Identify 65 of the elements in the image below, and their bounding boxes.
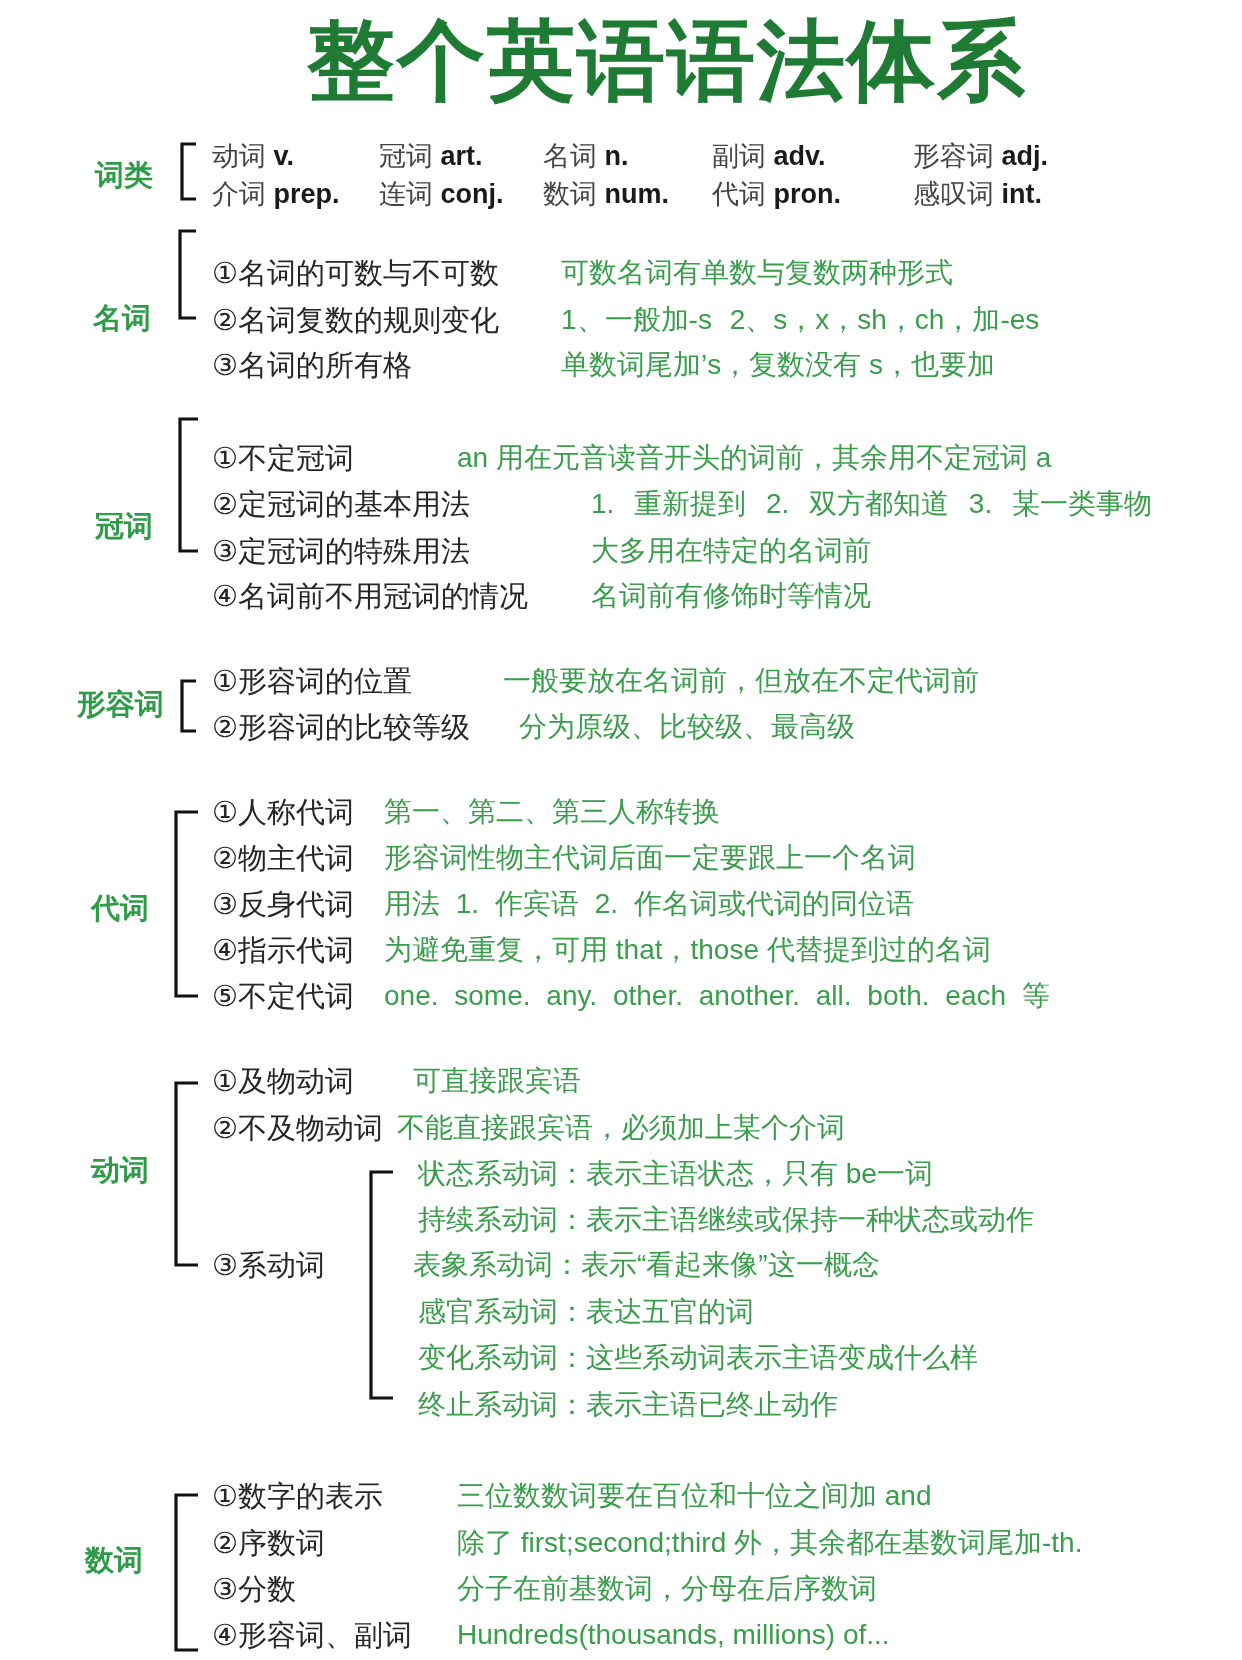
topic-label: ④指示代词	[212, 933, 354, 968]
category-heading: 词类	[95, 158, 153, 193]
category-heading: 冠词	[95, 509, 153, 544]
explanation-text: 名词前有修饰时等情况	[591, 579, 871, 613]
topic-label: ②序数词	[212, 1526, 325, 1561]
subtype-text: 感官系动词：表达五官的词	[418, 1295, 754, 1329]
title: 整个英语语法体系	[307, 10, 1027, 112]
explanation-text: 一般要放在名词前，但放在不定代词前	[503, 664, 979, 698]
explanation-text: 可直接跟宾语	[413, 1064, 581, 1098]
word-class-label: 副词 adv.	[712, 140, 826, 173]
word-class-label: 冠词 art.	[379, 140, 483, 173]
explanation-text: 1. 重新提到 2. 双方都知道 3. 某一类事物	[591, 487, 1152, 521]
explanation-text: 三位数数词要在百位和十位之间加 and	[457, 1479, 932, 1513]
topic-label: ⑤不定代词	[212, 979, 354, 1014]
topic-label: ③名词的所有格	[212, 348, 412, 383]
category-heading: 数词	[85, 1543, 143, 1578]
topic-label: ③系动词	[212, 1248, 325, 1283]
subtype-text: 终止系动词：表示主语已终止动作	[418, 1388, 838, 1422]
explanation-text: an 用在元音读音开头的词前，其余用不定冠词 a	[457, 441, 1052, 475]
explanation-text: 分为原级、比较级、最高级	[519, 710, 855, 744]
word-class-label: 连词 conj.	[379, 178, 504, 211]
topic-label: ④名词前不用冠词的情况	[212, 579, 528, 614]
subtype-text: 表象系动词：表示“看起来像”这一概念	[413, 1248, 880, 1282]
explanation-text: 1、一般加-s 2、s，x，sh，ch，加-es	[561, 303, 1040, 337]
word-class-label: 介词 prep.	[212, 178, 340, 211]
category-heading: 形容词	[77, 687, 164, 722]
explanation-text: 分子在前基数词，分母在后序数词	[457, 1572, 877, 1606]
explanation-text: 为避免重复，可用 that，those 代替提到过的名词	[384, 933, 991, 967]
category-heading: 名词	[93, 301, 151, 336]
subtype-text: 状态系动词：表示主语状态，只有 be一词	[418, 1157, 933, 1191]
category-heading: 动词	[91, 1153, 149, 1188]
explanation-text: 单数词尾加’s，复数没有 s，也要加	[561, 348, 995, 382]
word-class-label: 动词 v.	[212, 140, 295, 173]
topic-label: ③定冠词的特殊用法	[212, 534, 470, 569]
word-class-label: 名词 n.	[543, 140, 629, 173]
explanation-text: 除了 first;second;third 外，其余都在基数词尾加-th.	[457, 1526, 1083, 1560]
topic-label: ①及物动词	[212, 1064, 354, 1099]
explanation-text: 不能直接跟宾语，必须加上某个介词	[397, 1111, 845, 1145]
topic-label: ②形容词的比较等级	[212, 710, 470, 745]
topic-label: ①人称代词	[212, 795, 354, 830]
explanation-text: one. some. any. other. another. all. both. each 等	[384, 979, 1050, 1013]
explanation-text: 第一、第二、第三人称转换	[384, 795, 720, 829]
topic-label: ①形容词的位置	[212, 664, 412, 699]
topic-label: ②定冠词的基本用法	[212, 487, 470, 522]
topic-label: ③分数	[212, 1572, 296, 1607]
explanation-text: 可数名词有单数与复数两种形式	[561, 256, 953, 290]
topic-label: ②物主代词	[212, 841, 354, 876]
explanation-text: 大多用在特定的名词前	[591, 534, 871, 568]
explanation-text: 用法 1. 作宾语 2. 作名词或代词的同位语	[384, 887, 914, 921]
topic-label: ①名词的可数与不可数	[212, 256, 499, 291]
topic-label: ②名词复数的规则变化	[212, 303, 499, 338]
subtype-text: 变化系动词：这些系动词表示主语变成什么样	[418, 1341, 978, 1375]
word-class-label: 数词 num.	[543, 178, 669, 211]
topic-label: ②不及物动词	[212, 1111, 383, 1146]
explanation-text: 形容词性物主代词后面一定要跟上一个名词	[384, 841, 916, 875]
topic-label: ①不定冠词	[212, 441, 354, 476]
subtype-text: 持续系动词：表示主语继续或保持一种状态或动作	[418, 1203, 1034, 1237]
topic-label: ③反身代词	[212, 887, 354, 922]
word-class-label: 感叹词 int.	[913, 178, 1042, 211]
word-class-label: 形容词 adj.	[913, 140, 1049, 173]
word-class-label: 代词 pron.	[712, 178, 841, 211]
explanation-text: Hundreds(thousands, millions) of...	[457, 1618, 890, 1652]
topic-label: ①数字的表示	[212, 1479, 383, 1514]
category-heading: 代词	[91, 891, 149, 926]
topic-label: ④形容词、副词	[212, 1618, 412, 1653]
